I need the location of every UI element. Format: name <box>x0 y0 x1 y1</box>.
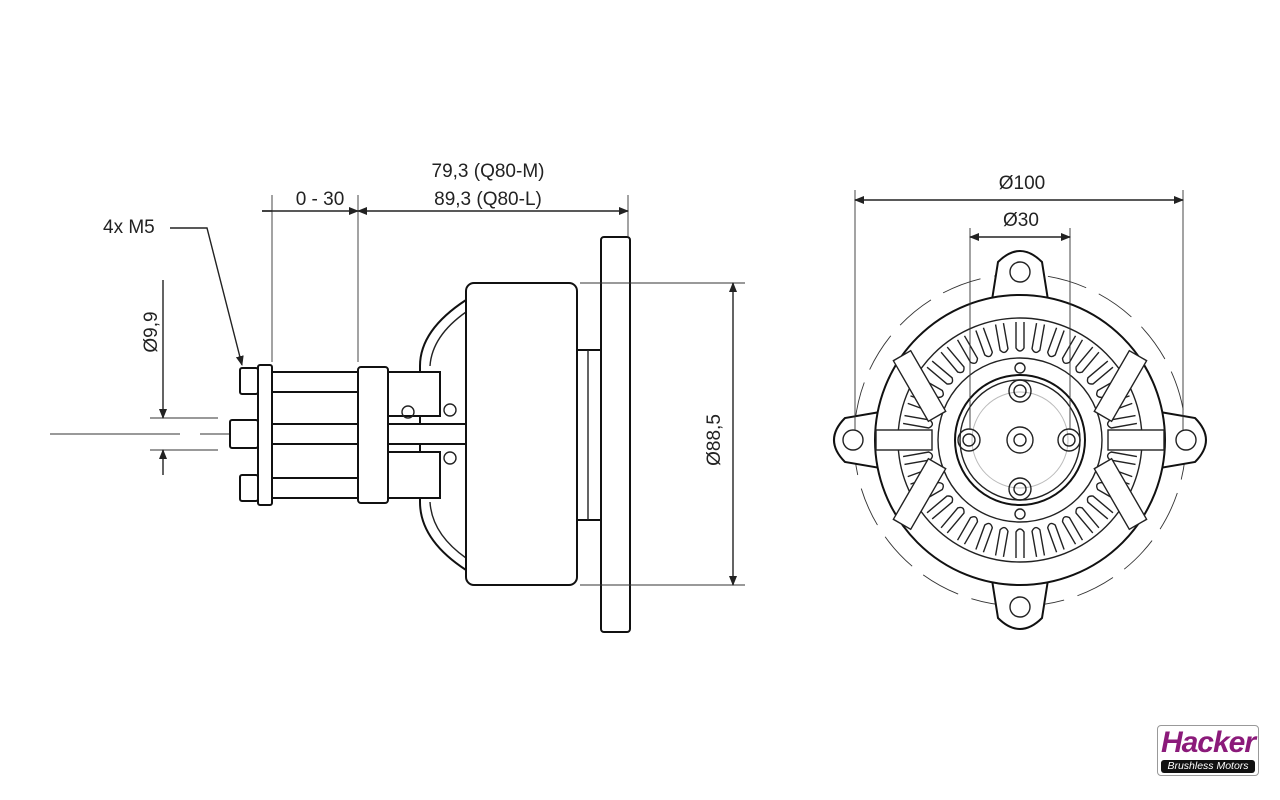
clamp-washer <box>257 364 273 506</box>
cooling-slot <box>1015 322 1025 352</box>
mount-flange <box>600 236 631 633</box>
side-view: 0 - 30 79,3 (Q80-M) 89,3 (Q80-L) 4x M5 Ø… <box>50 161 745 633</box>
mount-ear-left <box>833 410 881 470</box>
cooling-slot <box>975 327 994 358</box>
bolt-circle-dia-label: Ø30 <box>1003 210 1039 231</box>
cooling-slot <box>940 346 965 374</box>
cooling-slot <box>926 360 954 385</box>
bolt-holes <box>957 362 1081 520</box>
bolt <box>271 477 359 499</box>
logo-tagline: Brushless Motors <box>1161 760 1255 773</box>
front-view: Ø100 Ø30 <box>833 173 1207 630</box>
cooling-slot <box>994 322 1009 354</box>
outer-dia-label: Ø100 <box>999 173 1045 194</box>
cooling-slot <box>1046 522 1065 553</box>
cooling-slot <box>1075 346 1100 374</box>
prop-nut <box>229 419 259 449</box>
cooling-slot <box>1046 327 1065 358</box>
cooling-slot <box>1061 516 1084 545</box>
mount-ear-bottom <box>990 579 1050 630</box>
motor-body <box>465 282 578 586</box>
thread-label: 4x M5 <box>103 217 155 238</box>
spokes <box>875 349 1165 531</box>
cooling-slot <box>1031 322 1046 354</box>
length-l-label: 89,3 (Q80-L) <box>434 189 542 210</box>
mount-ear-top <box>990 250 1050 301</box>
hacker-logo: Hacker Brushless Motors <box>1157 725 1259 776</box>
cooling-slot <box>956 516 979 545</box>
prop-adapter-hub <box>357 366 389 504</box>
cooling-slot <box>1086 360 1114 385</box>
cooling-slot <box>1061 335 1084 364</box>
cooling-slot <box>1015 528 1025 558</box>
mount-ear-right <box>1159 410 1207 470</box>
hub <box>954 374 1086 506</box>
flange-boss <box>576 349 602 521</box>
logo-brand: Hacker <box>1160 726 1256 759</box>
cooling-slot <box>1031 526 1046 558</box>
cooling-slot <box>1075 506 1100 534</box>
shaft-adjust-label: 0 - 30 <box>296 189 345 210</box>
shaft-dia-label: Ø9,9 <box>141 311 162 352</box>
length-m-label: 79,3 (Q80-M) <box>432 161 545 182</box>
cooling-slot <box>975 522 994 553</box>
cooling-slot <box>940 506 965 534</box>
bolt <box>271 371 359 393</box>
bolt <box>271 423 359 445</box>
cooling-slot <box>926 495 954 520</box>
cooling-slot <box>1086 495 1114 520</box>
cooling-slot <box>956 335 979 364</box>
cooling-slot <box>994 526 1009 558</box>
body-dia-label: Ø88,5 <box>704 414 725 466</box>
